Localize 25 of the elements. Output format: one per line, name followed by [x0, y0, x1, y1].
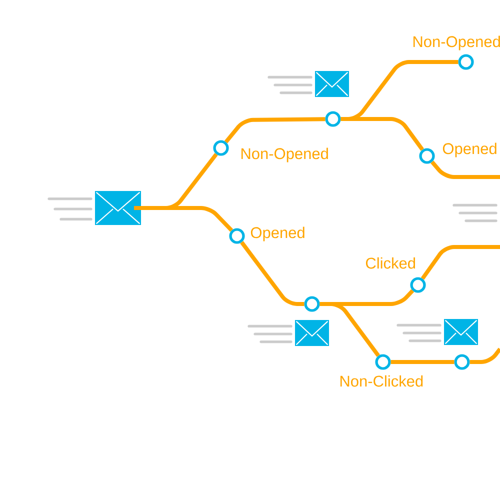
envelope-icon: [48, 191, 141, 225]
station-circle: [419, 148, 435, 164]
station-circle: [213, 140, 229, 156]
track-line: [240, 241, 304, 306]
station-label: Non-Opened: [241, 148, 328, 162]
station-label: Opened: [250, 226, 304, 242]
station-label: Non-Opened: [413, 36, 500, 50]
track-line: [132, 206, 234, 232]
station-label: Opened: [442, 142, 496, 158]
station-circle: [304, 296, 320, 312]
track-line: [224, 117, 326, 144]
track-line: [390, 360, 454, 364]
station-circle: [229, 228, 245, 244]
station-label: Non-Clicked: [340, 375, 423, 387]
track-line: [320, 302, 380, 357]
track-line: [430, 160, 500, 179]
station-circle: [375, 354, 391, 370]
track-line: [420, 245, 500, 280]
station-circle: [410, 277, 426, 293]
station-circle: [454, 354, 470, 370]
station-circle: [325, 111, 341, 127]
station-circle: [458, 54, 474, 70]
track-line: [340, 117, 424, 151]
station-label: Clicked: [366, 257, 416, 269]
track-line: [470, 348, 500, 364]
